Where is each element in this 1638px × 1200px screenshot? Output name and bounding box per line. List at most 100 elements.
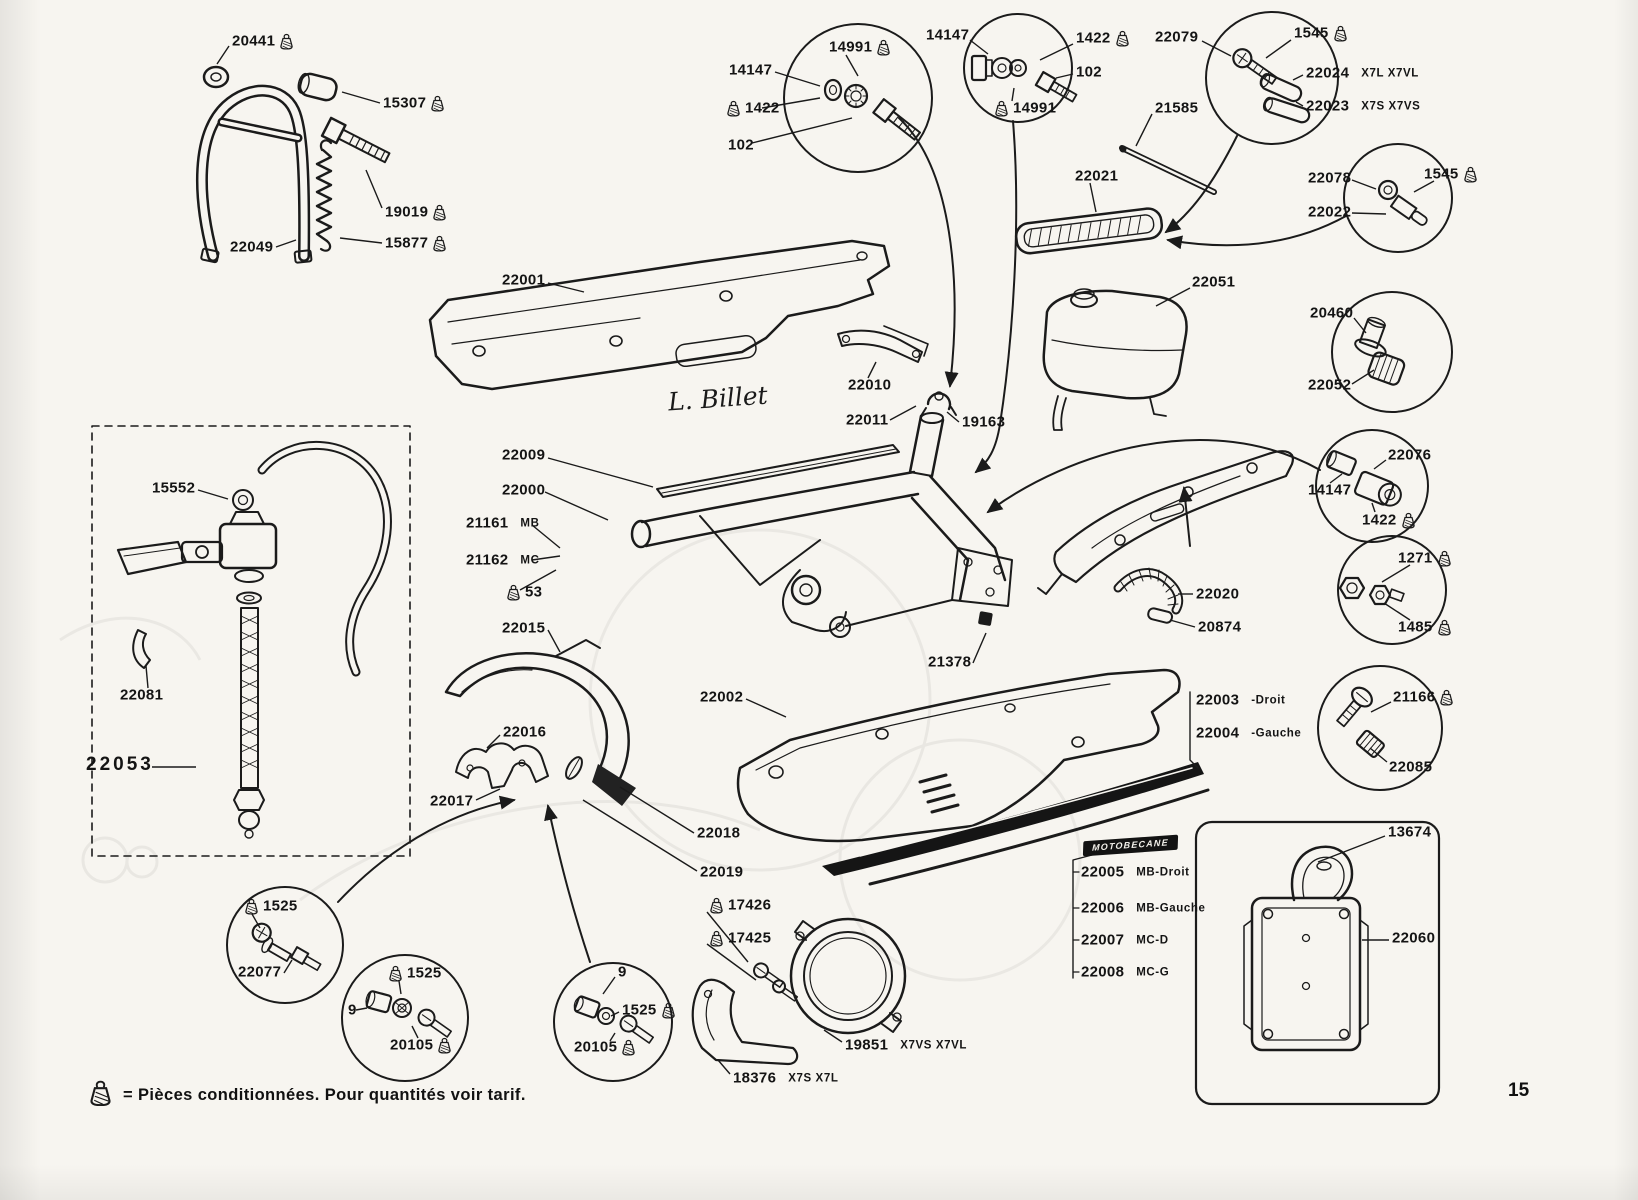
leader-line [341,91,381,104]
flow-arrows [337,117,1347,963]
leader-line [486,734,501,749]
leader-line [1370,701,1392,713]
leader-line [845,54,859,77]
part-label-1422: 1422 [727,100,780,117]
leader-line [197,489,229,500]
conditioned-part-icon [280,33,293,49]
leader-line [1155,287,1191,307]
part-label-20460: 20460 [1310,305,1353,322]
conditioned-part-icon [438,1037,451,1053]
conditioned-part-icon [1440,689,1454,705]
part-number: 14991 [1013,99,1057,117]
spacer-block-21378 [978,611,993,626]
part-number: 1525 [263,897,298,915]
part-number: 20105 [390,1036,434,1054]
conditioned-part-icon [1401,512,1415,528]
leader-line [1353,317,1367,334]
leader-line [339,237,383,244]
conditioned-part-icon [1115,30,1129,46]
part-number: 22051 [1192,273,1236,291]
part-number: 22049 [230,238,274,256]
leader-line [355,1007,368,1011]
part-number: 22053 [86,754,154,775]
part-variant: X7L X7VL [1361,67,1419,79]
part-number: 22018 [697,824,741,842]
part-number: 19163 [962,413,1006,431]
leader-line [706,943,757,981]
detail-circle-hardware-11 [553,962,673,1082]
leader-line [1371,502,1376,513]
leader-line [1295,101,1304,107]
part-number: 22077 [238,963,282,981]
part-label-20441: 20441 [232,33,293,50]
part-number: 21585 [1155,99,1199,117]
part-number: 1422 [1076,29,1111,47]
part-label-22010: 22010 [848,377,891,394]
part-label-17426: 17426 [710,897,771,914]
part-label-22001: 22001 [502,272,545,289]
leader-line [1317,835,1386,863]
part-number: 14147 [729,61,773,79]
part-number: 19851 [845,1036,889,1054]
part-label-22060: 22060 [1392,930,1435,947]
fork-cover-22015 [444,639,636,806]
part-number: 9 [348,1001,357,1019]
part-number: 22002 [700,688,744,706]
legend: = Pièces conditionnées. Pour quantités v… [90,1080,526,1111]
part-number: 20441 [232,32,276,50]
paper-bleed-ghosts [59,528,1082,982]
leader-line [972,632,987,664]
part-variant: MB-Gauche [1136,902,1206,914]
conditioned-part-icon [433,204,446,220]
part-label-22021: 22021 [1075,168,1118,185]
part-label-22081: 22081 [120,687,163,704]
part-number: 22016 [503,723,547,741]
part-label-17425: 17425 [710,930,771,947]
leader-line [547,457,654,488]
part-number: 22000 [502,481,546,499]
leader-line [1383,602,1411,621]
part-number: 22008 [1081,963,1125,981]
part-label-19163: 19163 [962,414,1005,431]
part-label-22002: 22002 [700,689,743,706]
leader-line [706,911,749,963]
leader-line [774,71,821,87]
part-number: 22007 [1081,931,1125,949]
leader-line [1413,180,1435,193]
part-number: 15877 [385,234,429,252]
part-number: 20874 [1198,618,1242,636]
part-number: 22019 [700,863,744,881]
part-label-22053: 22053 [86,754,154,776]
part-number: 21162 [466,551,509,569]
part-label-102: 102 [728,137,754,154]
leader-line [1135,113,1153,147]
leader-line [761,97,821,109]
leader-line [1089,182,1097,213]
clip-22018 [565,756,583,780]
part-number: 22004 [1196,724,1240,742]
leader-line [946,411,960,423]
part-number: 22085 [1389,758,1433,776]
part-number: 17426 [728,896,772,914]
part-label-21378: 21378 [928,654,971,671]
part-label-22049: 22049 [230,239,273,256]
part-number: 22023 [1306,97,1350,115]
part-label-15877: 15877 [385,235,446,252]
part-label-22019: 22019 [700,864,743,881]
leader-line [1373,459,1387,470]
legend-bag-icon-slot [90,1080,111,1111]
leader-line [544,491,609,521]
bracket-18376 [691,978,799,1066]
part-number: 22052 [1308,376,1352,394]
dashed-group-box [91,425,411,857]
part-label-22077: 22077 [238,964,281,981]
conditioned-part-icon [727,100,740,116]
detail-circle-hardware-6 [1315,429,1429,543]
leader-line [1039,43,1074,61]
part-variant: MC-G [1136,966,1170,978]
